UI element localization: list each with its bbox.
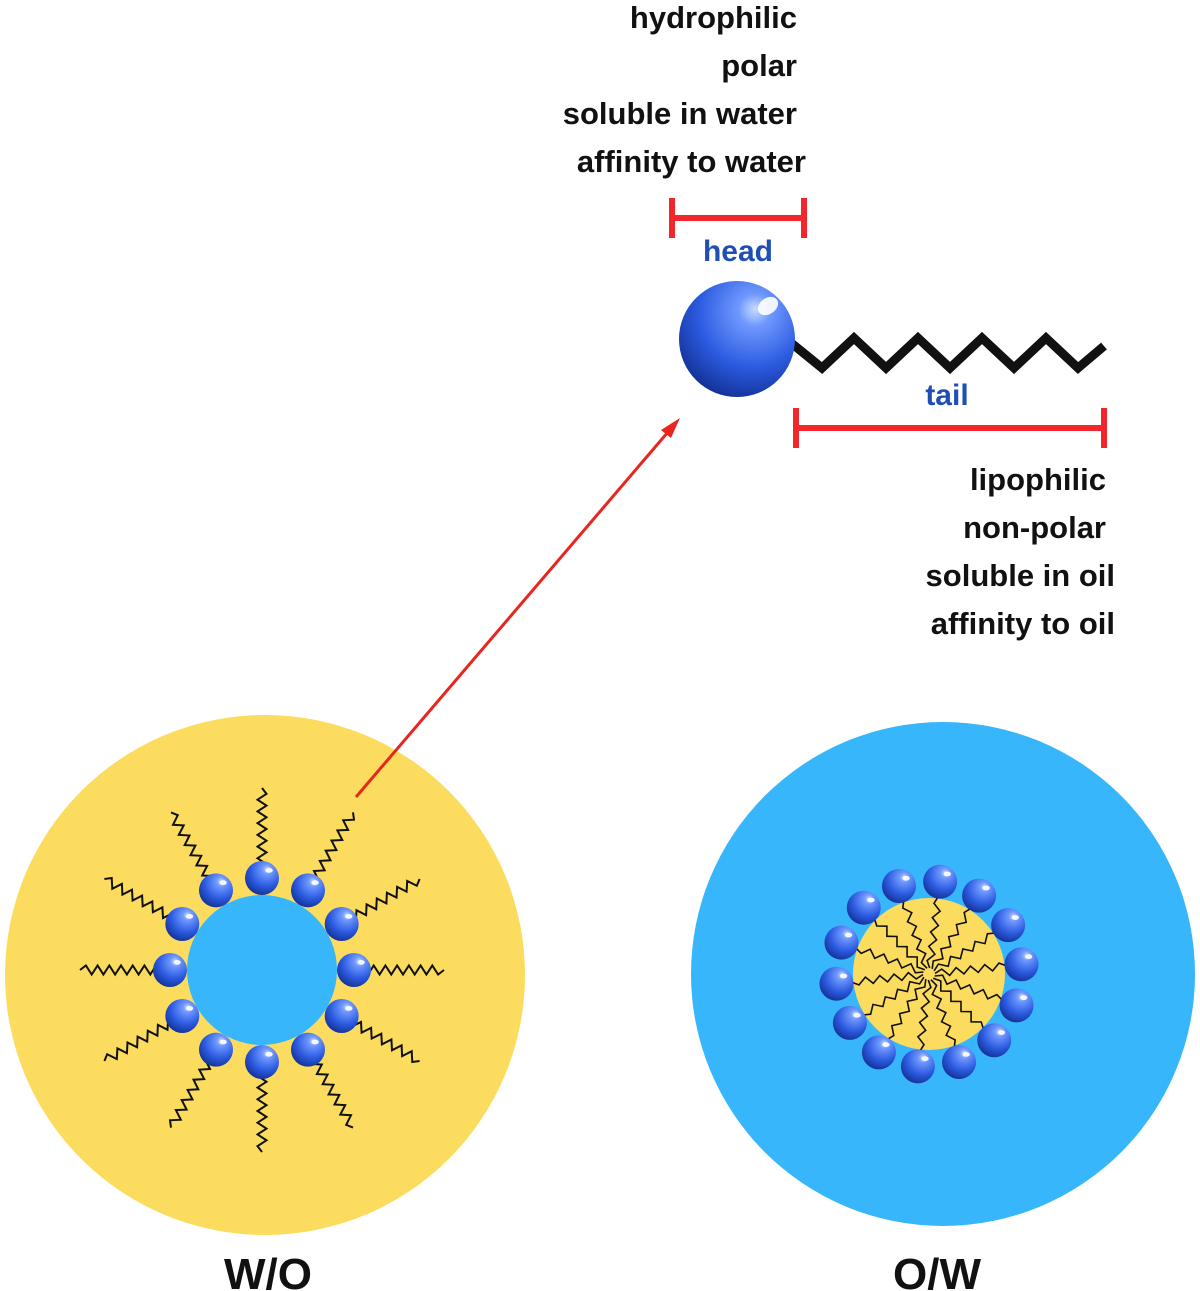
surfactant-tail [79, 963, 163, 977]
surfactant-head [291, 873, 325, 908]
tail-property-soluble-in-oil: soluble in oil [926, 558, 1115, 593]
wo-surfactant-tails [79, 787, 445, 1153]
surfactant-head [324, 907, 359, 941]
surfactant-tail [933, 932, 996, 972]
tail-property-non-polar: non-polar [963, 510, 1106, 545]
surfactant-tail [901, 900, 928, 969]
surfactant-head [977, 1023, 1012, 1058]
head-properties-list: hydrophilic polar soluble in water affin… [563, 0, 806, 179]
surfactant-tail [348, 878, 421, 923]
surfactant-head-sphere [679, 281, 795, 397]
surfactant-tail [168, 1055, 213, 1128]
ow-surfactant-tails [851, 896, 1007, 1052]
surfactant-tail [170, 811, 215, 884]
surfactant-head [245, 861, 279, 895]
surfactant-tail [886, 978, 927, 1041]
surfactant-tail [255, 787, 269, 871]
surfactant-head [846, 890, 881, 925]
surfactant-tail [103, 1017, 176, 1062]
zoom-arrow [354, 418, 680, 798]
surfactant-head [153, 953, 187, 987]
surfactant-head [962, 878, 997, 913]
surfactant-head [245, 1045, 279, 1079]
surfactant-head [900, 1049, 935, 1084]
surfactant-tail [932, 977, 985, 1030]
head-property-polar: polar [721, 48, 797, 83]
head-label: head [703, 235, 773, 268]
surfactant-tail [347, 1019, 420, 1064]
surfactant-tail [862, 976, 925, 1016]
surfactant-head [324, 999, 359, 1033]
surfactant-head [824, 925, 859, 960]
surfactant-head [199, 873, 233, 908]
surfactant-tail [855, 947, 924, 974]
tail-properties-list: lipophilic non-polar soluble in oil affi… [926, 462, 1115, 641]
surfactant-tail [851, 971, 924, 986]
ow-emulsion [691, 722, 1195, 1226]
surfactant-tail [934, 962, 1007, 977]
surfactant-head [819, 966, 854, 1001]
surfactant-head [832, 1005, 867, 1040]
surfactant-tail [361, 963, 445, 977]
surfactant-head [923, 864, 958, 899]
wo-water-core [187, 895, 337, 1045]
surfactant-tail [787, 331, 1107, 375]
surfactant-tail [930, 979, 957, 1048]
wo-surfactant-heads [153, 861, 371, 1079]
surfactant-head [942, 1045, 977, 1080]
surfactant-head [991, 908, 1026, 943]
head-bracket [669, 198, 807, 238]
surfactant-tail [916, 979, 932, 1052]
surfactant-tail [311, 812, 356, 885]
wo-emulsion [5, 715, 525, 1235]
surfactant-head [199, 1032, 233, 1067]
surfactant-tail [926, 896, 942, 969]
surfactant-head [165, 907, 200, 941]
surfactant-tail [309, 1056, 354, 1129]
tail-property-affinity-to-oil: affinity to oil [931, 606, 1115, 641]
ow-surfactant-heads [819, 864, 1039, 1084]
surfactant-head [1004, 947, 1039, 982]
surfactant-tail [873, 918, 926, 971]
tail-label: tail [925, 379, 968, 412]
surfactant-head [165, 999, 200, 1033]
surfactant-tail [931, 907, 972, 970]
surfactant-head [291, 1032, 325, 1067]
head-property-affinity-to-water: affinity to water [577, 144, 806, 179]
ow-label: O/W [893, 1250, 981, 1291]
tail-property-lipophilic: lipophilic [970, 462, 1106, 497]
surfactant-head [861, 1035, 896, 1070]
surfactant-tail [104, 876, 177, 921]
surfactant-head [999, 988, 1034, 1023]
wo-label: W/O [224, 1250, 312, 1291]
surfactant-tail [934, 974, 1003, 1001]
head-property-hydrophilic: hydrophilic [630, 0, 797, 35]
tail-bracket [793, 408, 1107, 448]
surfactant-tail [255, 1069, 269, 1153]
surfactant-head [881, 868, 916, 903]
surfactant-head [337, 953, 371, 987]
head-property-soluble-in-water: soluble in water [563, 96, 797, 131]
